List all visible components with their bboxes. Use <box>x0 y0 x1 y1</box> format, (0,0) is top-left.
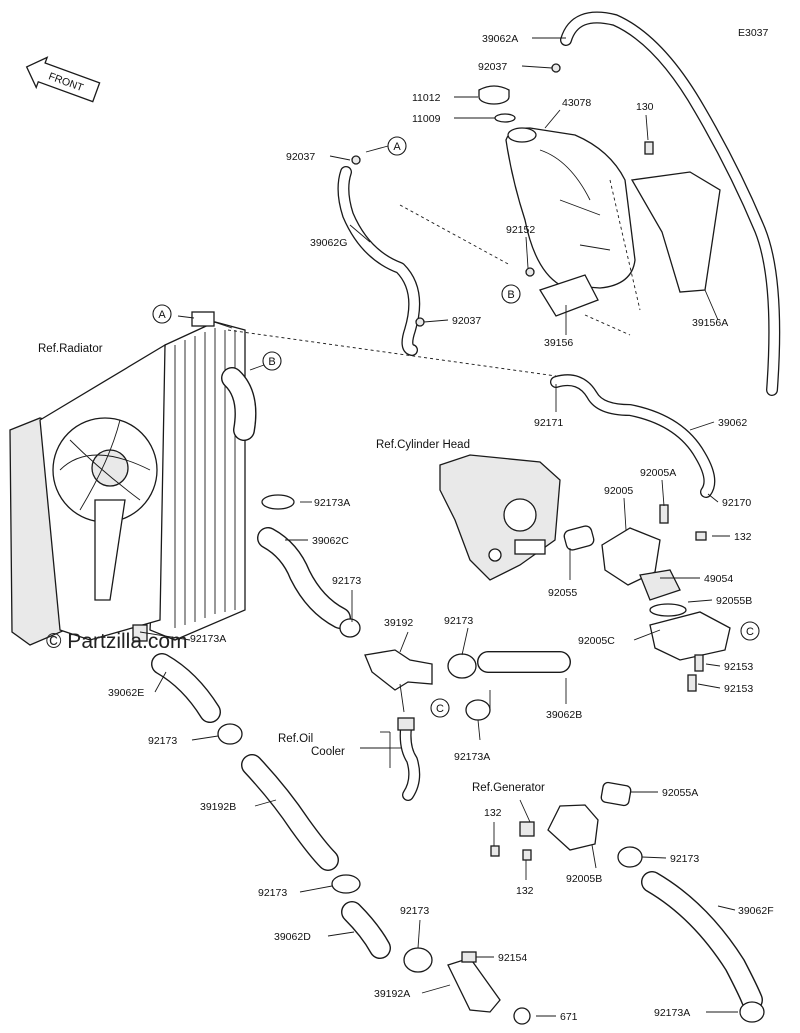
part-label: 92055A <box>662 787 698 799</box>
ref-oil-cooler-label-line1: Ref.Oil <box>278 733 313 745</box>
part-label: 92173 <box>148 735 177 747</box>
part-label: 92005B <box>566 873 602 885</box>
watermark: © Partzilla.com <box>46 630 188 653</box>
part-label: 92173A <box>190 633 226 645</box>
part-label: 92171 <box>534 417 563 429</box>
part-labels: 39062A 92037 11012 11009 43078 130 92037… <box>108 33 774 1023</box>
callout-c-left: C <box>436 703 444 715</box>
part-label: 132 <box>516 885 534 897</box>
part-label: 92037 <box>478 61 507 73</box>
part-label: 92173 <box>332 575 361 587</box>
part-label: 39156 <box>544 337 573 349</box>
part-label: 39062D <box>274 931 311 943</box>
part-label: 39062E <box>108 687 144 699</box>
part-label: 92153 <box>724 661 753 673</box>
part-label: 132 <box>484 807 502 819</box>
reservoir-group <box>337 11 781 498</box>
part-label: 132 <box>734 531 752 543</box>
part-label: 11009 <box>412 113 441 125</box>
part-label: 92037 <box>452 315 481 327</box>
part-label: 39156A <box>692 317 728 329</box>
part-label: 92037 <box>286 151 315 163</box>
part-label: 92005 <box>604 485 633 497</box>
part-label: 92173 <box>400 905 429 917</box>
callout-a-top: A <box>393 141 401 153</box>
part-label: 92152 <box>506 224 535 236</box>
part-label: 92173 <box>670 853 699 865</box>
part-label: 671 <box>560 1011 578 1023</box>
callout-a-left: A <box>158 309 166 321</box>
part-label: 130 <box>636 101 654 113</box>
radiator-assembly <box>9 311 557 646</box>
part-label: 39062B <box>546 709 582 721</box>
part-label: 39062A <box>482 33 518 45</box>
part-label: 92055 <box>548 587 577 599</box>
part-label: 92154 <box>498 952 527 964</box>
part-label: 92005C <box>578 635 615 647</box>
reservoir-tank <box>505 127 636 289</box>
middle-hoses <box>151 494 571 1025</box>
callout-c-right: C <box>746 626 754 638</box>
part-label: 49054 <box>704 573 733 585</box>
diagram-code: E3037 <box>738 27 769 39</box>
part-label: 92173A <box>314 497 350 509</box>
part-label: 92173 <box>444 615 473 627</box>
part-label: 39062C <box>312 535 349 547</box>
ref-generator-label: Ref.Generator <box>472 782 545 794</box>
part-label: 92005A <box>640 467 676 479</box>
part-label: 92055B <box>716 595 752 607</box>
part-label: 39192 <box>384 617 413 629</box>
callout-b-left: B <box>268 356 275 368</box>
leader-lines <box>139 37 738 1017</box>
thermostat <box>639 569 681 601</box>
part-label: 39192A <box>374 988 410 1000</box>
part-label: 39192B <box>200 801 236 813</box>
cylinder-head <box>439 454 561 581</box>
callouts: A B A B C C <box>152 136 760 718</box>
ref-radiator-label: Ref.Radiator <box>38 343 103 355</box>
part-label: 11012 <box>412 92 441 104</box>
part-label: 43078 <box>562 97 591 109</box>
callout-b-top: B <box>507 289 514 301</box>
ref-oil-cooler-label-line2: Cooler <box>311 746 345 758</box>
part-label: 92170 <box>722 497 751 509</box>
part-label: 92173A <box>654 1007 690 1019</box>
ref-cylinder-head-label: Ref.Cylinder Head <box>376 439 470 451</box>
part-label: 39062F <box>738 905 774 917</box>
generator-group <box>490 781 765 1023</box>
part-label: 92153 <box>724 683 753 695</box>
part-label: 39062G <box>310 237 347 249</box>
part-label: 39062 <box>718 417 747 429</box>
part-label: 92173A <box>454 751 490 763</box>
part-label: 92173 <box>258 887 287 899</box>
cylinder-head-group <box>439 454 731 692</box>
front-arrow-icon: FRONT <box>25 56 101 103</box>
